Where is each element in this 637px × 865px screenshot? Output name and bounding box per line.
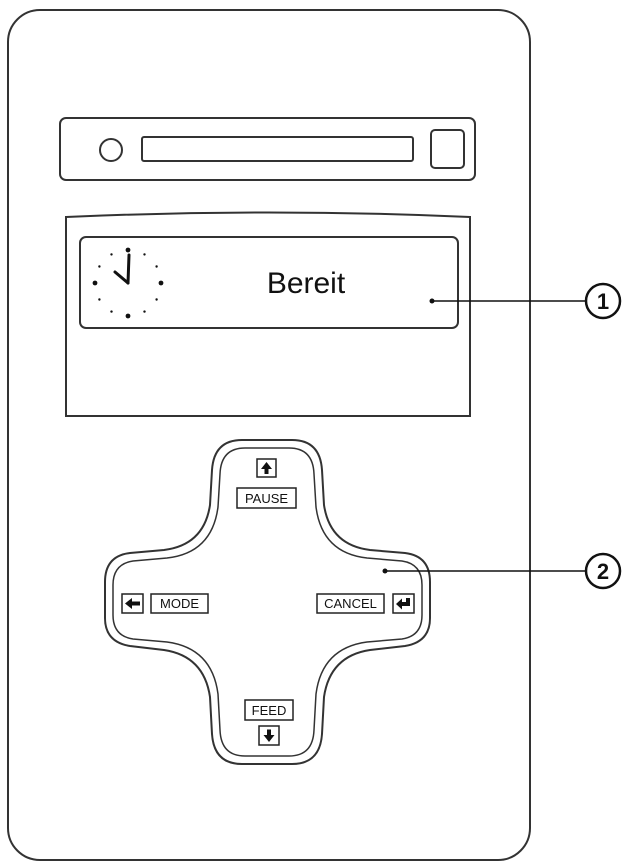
- callout-1: 1: [429, 282, 622, 320]
- keypad-outline-outer: [104, 439, 431, 765]
- display-housing: Bereit: [65, 211, 471, 417]
- callout-2-number: 2: [597, 559, 609, 584]
- lcd-display: [79, 236, 459, 329]
- cancel-button[interactable]: CANCEL: [316, 593, 415, 614]
- callout-1-number: 1: [597, 289, 609, 314]
- callout-1-badge: [584, 282, 622, 320]
- pause-button[interactable]: PAUSE: [236, 458, 297, 509]
- led-indicator: [99, 138, 123, 162]
- cancel-label: CANCEL: [324, 596, 377, 611]
- card-slot-panel: [59, 117, 476, 181]
- callout-2-badge: [584, 552, 622, 590]
- mode-label: MODE: [160, 596, 199, 611]
- callout-2: 2: [382, 552, 622, 590]
- eject-button[interactable]: [430, 129, 465, 169]
- display-status-text: Bereit: [267, 267, 346, 300]
- pause-label: PAUSE: [245, 491, 288, 506]
- keypad-outline-inner: [112, 447, 423, 757]
- feed-label: FEED: [252, 703, 287, 718]
- card-slot: [141, 136, 414, 162]
- feed-button[interactable]: FEED: [244, 699, 294, 746]
- keypad: PAUSE MODE CANCEL FEED: [104, 439, 431, 765]
- mode-button[interactable]: MODE: [121, 593, 209, 614]
- clock-icon: [92, 247, 164, 319]
